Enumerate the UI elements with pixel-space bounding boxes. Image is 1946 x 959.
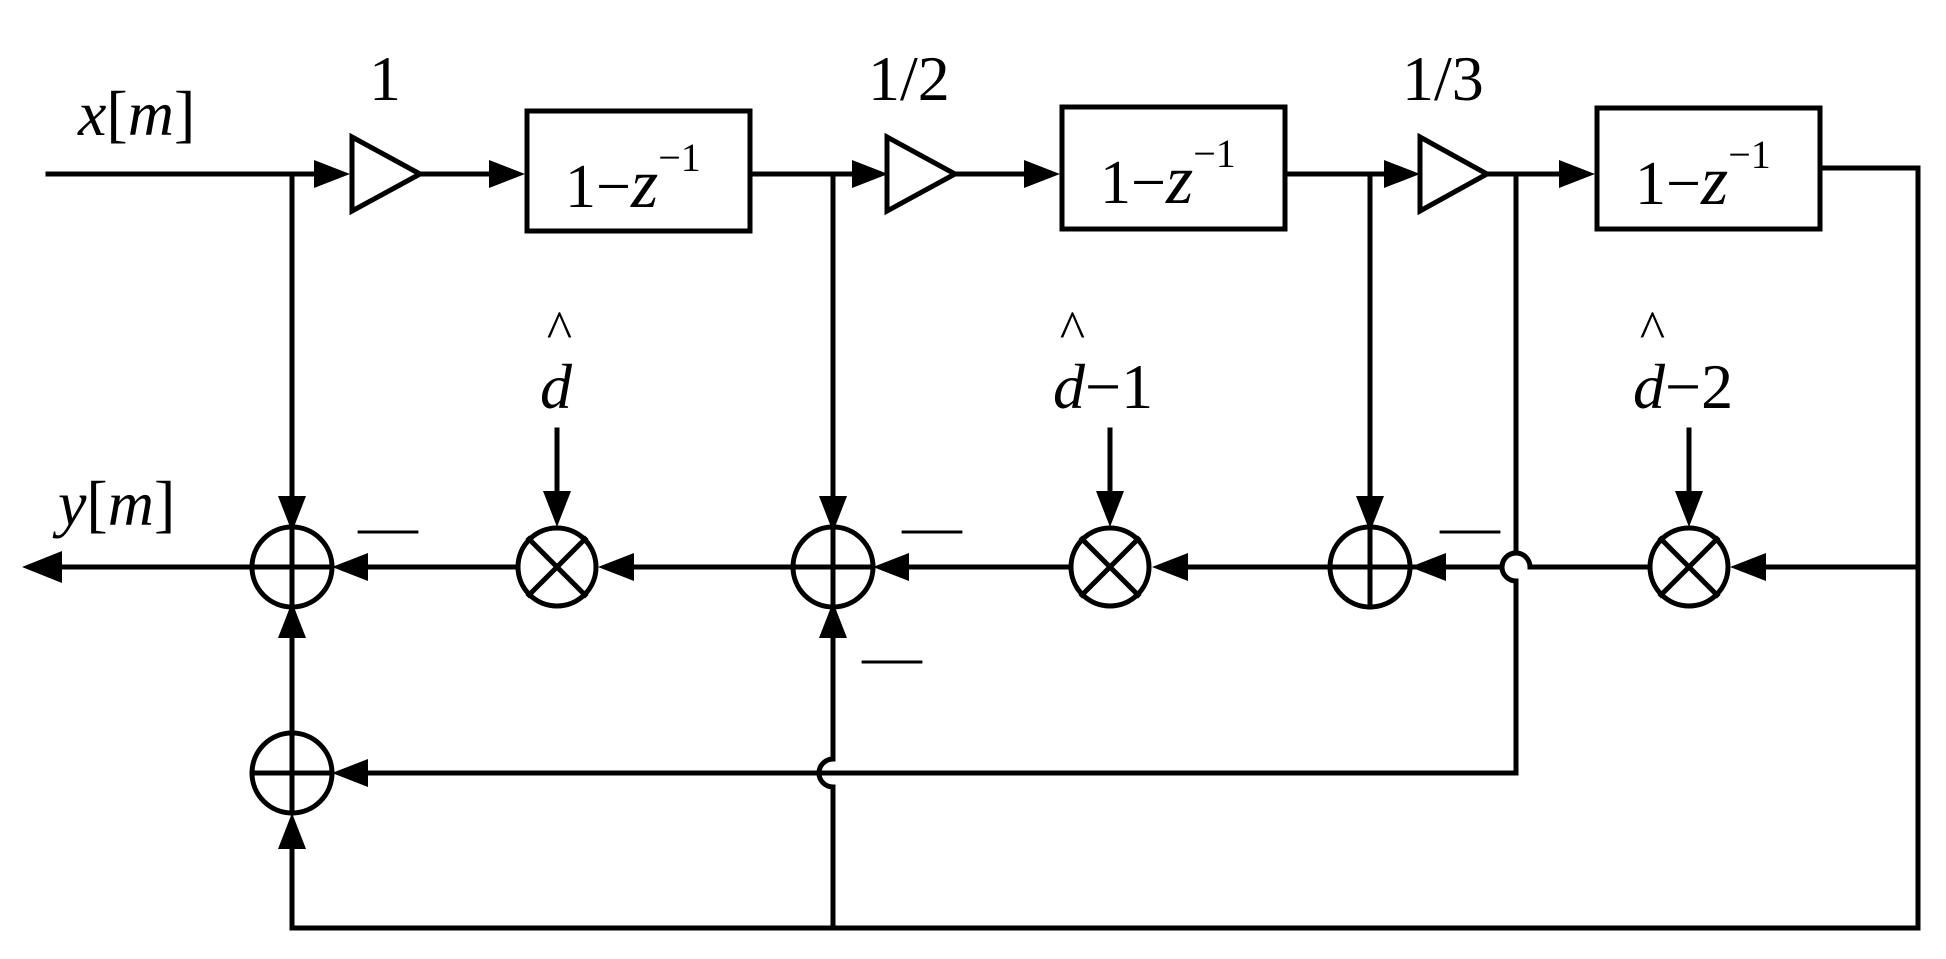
gain-triangle-3 xyxy=(1417,132,1493,216)
arrow-up-into-s4 xyxy=(278,813,306,849)
arrow-up-into-s2 xyxy=(819,602,847,638)
multiplier-3 xyxy=(1647,525,1731,609)
gain-label-1: 1 xyxy=(369,43,401,114)
svg-text:^: ^ xyxy=(1639,300,1665,360)
svg-text:d−1: d−1 xyxy=(1053,351,1153,422)
arrow-into-gain1 xyxy=(314,160,350,188)
gain-blocks xyxy=(349,132,1493,216)
arrow-into-delay3 xyxy=(1559,160,1595,188)
arrowheads xyxy=(22,160,1766,849)
coef-label-2: ^ d−1 xyxy=(1053,300,1153,422)
arrow-left-into-mult2 xyxy=(1152,553,1188,581)
arrow-left-into-s2 xyxy=(873,553,909,581)
svg-text:^: ^ xyxy=(546,300,572,360)
arrow-down-into-s3 xyxy=(1356,496,1384,532)
delay-block-3 xyxy=(1594,105,1823,232)
arrow-left-into-s4 xyxy=(332,759,368,787)
sum-junction-3 xyxy=(1327,524,1413,610)
coef-label-3: ^ d−2 xyxy=(1633,300,1733,422)
gain-label-3: 1/3 xyxy=(1402,43,1484,114)
gain-triangle-2 xyxy=(884,132,961,216)
arrow-left-into-s3 xyxy=(1410,553,1446,581)
delay-block-1 xyxy=(524,108,753,234)
minus-sign-s2-bottom: — xyxy=(861,623,923,689)
delay-label-1: 1−z−1 xyxy=(565,135,701,223)
wire-delay2-to-s4 xyxy=(342,171,1519,776)
delay-label-2: 1−z−1 xyxy=(1100,131,1236,219)
arrow-left-into-mult3 xyxy=(1730,553,1766,581)
arrow-output xyxy=(22,551,62,583)
arrow-into-delay1 xyxy=(489,160,525,188)
arrow-into-gain2 xyxy=(852,160,888,188)
arrow-left-into-s1 xyxy=(332,553,368,581)
arrow-up-into-s1 xyxy=(278,602,306,638)
svg-text:d−2: d−2 xyxy=(1633,351,1733,422)
minus-sign-s1: — xyxy=(357,493,419,559)
summing-junctions xyxy=(249,524,1413,816)
delay-label-3: 1−z−1 xyxy=(1635,132,1771,220)
delay-blocks xyxy=(524,104,1823,234)
sum-junction-2 xyxy=(790,524,876,610)
minus-sign-s2-right: — xyxy=(901,493,963,559)
gain-triangle-1 xyxy=(349,132,426,216)
output-signal-label: y[m] xyxy=(52,468,175,539)
arrow-into-gain3 xyxy=(1384,160,1420,188)
multiplier-1 xyxy=(515,525,599,609)
arrow-down-into-s2 xyxy=(819,496,847,532)
sum-junction-4 xyxy=(249,730,335,816)
arrow-down-into-s1 xyxy=(278,496,306,532)
arrow-down-into-mult1 xyxy=(543,491,571,527)
delay-block-2 xyxy=(1059,104,1288,232)
arrow-left-into-mult1 xyxy=(598,553,634,581)
arrow-into-delay2 xyxy=(1024,160,1060,188)
arrow-down-into-mult2 xyxy=(1096,491,1124,527)
arrow-down-into-mult3 xyxy=(1675,491,1703,527)
sum-junction-1 xyxy=(249,524,335,610)
svg-text:^: ^ xyxy=(1059,300,1085,360)
wire-bottom-to-s2 xyxy=(816,619,836,931)
input-signal-label: x[m] xyxy=(77,78,195,149)
coef-label-1: ^ d xyxy=(540,300,573,422)
multipliers xyxy=(515,525,1731,609)
gain-label-2: 1/2 xyxy=(868,43,950,114)
svg-text:d: d xyxy=(540,351,573,422)
multiplier-2 xyxy=(1068,525,1152,609)
wire-delay3-out xyxy=(289,165,1921,931)
minus-sign-s3: — xyxy=(1439,493,1501,559)
